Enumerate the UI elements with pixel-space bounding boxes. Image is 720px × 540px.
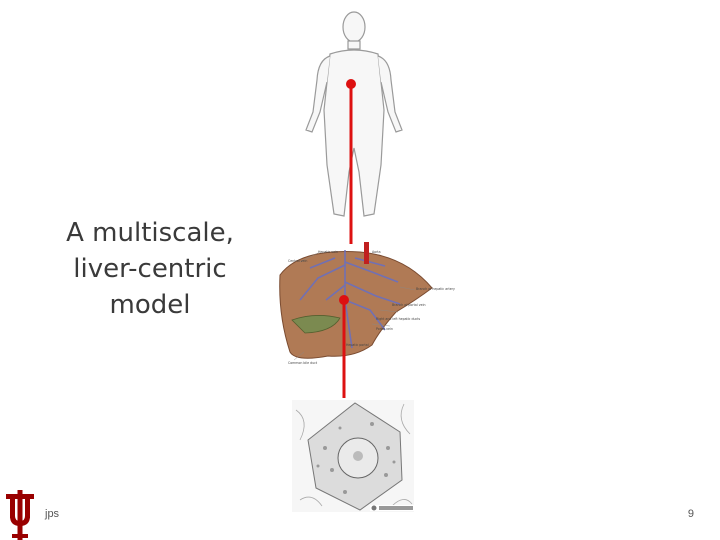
university-logo-icon [6, 490, 34, 540]
scale-connector [339, 79, 356, 398]
label-hepatic-portal: Hepatic portal [346, 343, 369, 347]
label-central-vein: Central vein [288, 259, 307, 263]
label-common-bile-duct: Common bile duct [288, 361, 318, 365]
label-portal-vein-branch: Branch of portal vein [392, 303, 425, 307]
liver-illustration: Hepatic vein Aorta Central vein Branch o… [279, 242, 455, 365]
human-body-icon [305, 11, 403, 217]
title-line-2: liver-centric [73, 254, 227, 284]
label-portal-vein: Portal vein [376, 327, 393, 331]
label-hepatic-vein: Hepatic vein [318, 250, 338, 254]
footer-author: jps [45, 508, 60, 520]
page-number: 9 [687, 508, 694, 520]
title-line-3: model [109, 290, 191, 320]
title-line-1: A multiscale, [66, 218, 234, 248]
hepatocyte-cell-drawing [292, 400, 414, 512]
label-aorta: Aorta [372, 250, 381, 254]
label-hepatic-ducts: Right and left hepatic ducts [376, 317, 420, 321]
label-hepatic-artery: Branch of hepatic artery [416, 287, 455, 291]
slide-title: A multiscale, liver-centric model [50, 215, 250, 323]
